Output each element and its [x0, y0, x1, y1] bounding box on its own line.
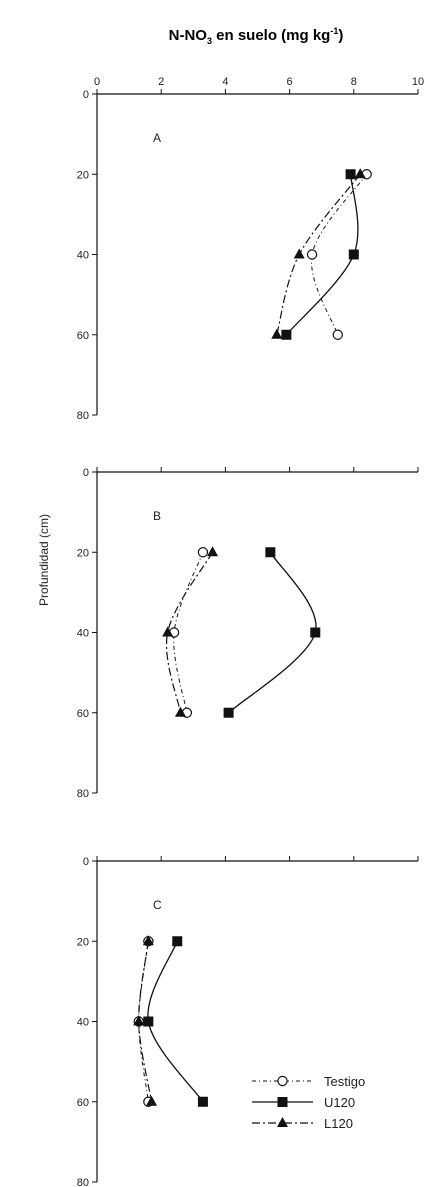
y-tick-label: 20 — [77, 169, 89, 181]
data-point-u120 — [281, 329, 292, 340]
panel-c: 0 20 40 60 80 C — [77, 856, 419, 1187]
y-tick-label: 40 — [77, 1017, 89, 1029]
x-tick-label: 0 — [94, 76, 100, 88]
y-tick-label: 80 — [77, 788, 89, 800]
data-point-u120 — [223, 707, 234, 718]
title-main: N-NO — [169, 27, 208, 44]
series-line-l120 — [276, 173, 361, 335]
x-tick-label: 8 — [351, 76, 357, 88]
legend-label-testigo: Testigo — [324, 1074, 365, 1089]
x-tick-label: 4 — [222, 76, 228, 88]
series-line-u120 — [147, 941, 204, 1103]
data-point-l120 — [271, 328, 283, 339]
data-point-l120 — [162, 626, 174, 637]
data-point-u120 — [265, 547, 276, 558]
legend-marker-testigo — [277, 1075, 288, 1087]
y-tick-label: 0 — [83, 89, 89, 101]
data-point-u120 — [197, 1096, 208, 1107]
data-point-l120 — [146, 1095, 158, 1106]
legend-marker-l120 — [277, 1117, 288, 1127]
panel-label: C — [153, 898, 162, 912]
chart-title: N-NO3 en suelo (mg kg-1) — [169, 26, 344, 46]
y-tick-label: 80 — [77, 1177, 89, 1187]
data-point-u120 — [345, 169, 356, 180]
data-point-l120 — [174, 706, 186, 717]
title-sub: 3 — [207, 36, 212, 46]
data-point-l120 — [293, 248, 305, 259]
legend-marker-u120 — [277, 1097, 288, 1107]
data-point-testigo — [332, 329, 343, 340]
panel-a: 0 2 4 6 8 10 0 20 40 60 80 A — [77, 76, 424, 422]
data-point-u120 — [348, 249, 359, 260]
y-tick-label: 20 — [77, 936, 89, 948]
y-tick-label: 60 — [77, 1097, 89, 1109]
x-tick-label: 2 — [158, 76, 164, 88]
y-tick-label: 20 — [77, 547, 89, 559]
x-tick-label: 6 — [287, 76, 293, 88]
title-rest: en suelo (mg kg — [212, 27, 330, 44]
x-tick-label: 10 — [412, 76, 424, 88]
y-tick-label: 0 — [83, 856, 89, 868]
panel-label: A — [153, 131, 161, 145]
series-line-u120 — [228, 551, 317, 714]
y-tick-label: 60 — [77, 708, 89, 720]
panel-b: 0 20 40 60 80 B — [77, 467, 419, 800]
data-point-l120 — [354, 168, 366, 179]
data-point-u120 — [310, 627, 321, 638]
y-tick-label: 40 — [77, 250, 89, 262]
data-point-l120 — [142, 935, 154, 946]
data-point-l120 — [133, 1015, 145, 1026]
y-tick-label: 60 — [77, 330, 89, 342]
data-point-testigo — [197, 547, 209, 558]
title-exp: -1 — [330, 26, 338, 36]
title-end: ) — [338, 27, 343, 44]
legend-label-u120: U120 — [324, 1095, 355, 1110]
y-tick-label: 80 — [77, 410, 89, 422]
data-point-l120 — [207, 546, 219, 557]
data-point-u120 — [172, 936, 183, 947]
series-line-testigo — [311, 173, 368, 335]
data-point-u120 — [143, 1016, 154, 1027]
legend-label-l120: L120 — [324, 1116, 353, 1131]
y-tick-label: 0 — [83, 467, 89, 479]
y-axis-label: Profundidad (cm) — [37, 514, 51, 606]
data-point-testigo — [306, 249, 318, 260]
y-tick-label: 40 — [77, 628, 89, 640]
panel-label: B — [153, 509, 161, 523]
